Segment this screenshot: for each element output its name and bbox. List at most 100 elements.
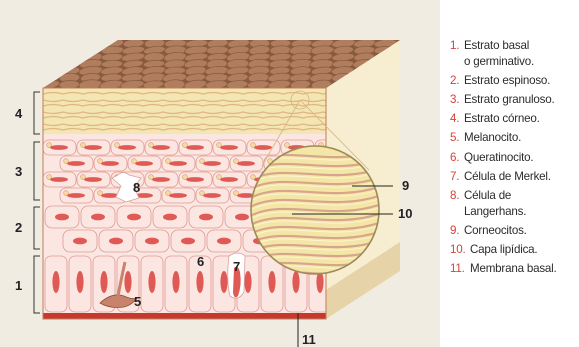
legend-item: 3.Estrato granuloso. (450, 92, 579, 108)
basal-nucleus (220, 271, 227, 293)
granular-nucleus (203, 193, 221, 198)
keratohyalin-granule (217, 143, 222, 148)
callout-10: 10 (398, 206, 412, 221)
legend-label: Célula de Langerhans. (464, 188, 526, 219)
granular-nucleus (220, 145, 238, 150)
legend-item: 5.Melanocito. (450, 130, 579, 146)
spinous-nucleus (163, 214, 177, 221)
spinous-nucleus (181, 238, 195, 245)
legend-item: 11.Membrana basal. (450, 261, 579, 277)
legend-number: 9. (450, 223, 464, 239)
legend-number: 4. (450, 111, 464, 127)
callout-8: 8 (133, 180, 140, 195)
legend-item: 8.Célula de Langerhans. (450, 188, 579, 219)
legend-number: 10. (450, 242, 470, 258)
callout-7: 7 (233, 259, 240, 274)
basal-nucleus (196, 271, 203, 293)
basal-nucleus (172, 271, 179, 293)
legend-label: Estrato espinoso. (464, 73, 550, 89)
keratohyalin-granule (251, 143, 256, 148)
legend-item: 6.Queratinocito. (450, 150, 579, 166)
basal-nucleus (148, 271, 155, 293)
legend-label: Queratinocito. (464, 150, 533, 166)
legend-item: 10.Capa lipídica. (450, 242, 579, 258)
granular-nucleus (118, 145, 136, 150)
granular-nucleus (84, 177, 102, 182)
keratohyalin-granule (81, 143, 86, 148)
keratohyalin-granule (183, 175, 188, 180)
granular-nucleus (67, 193, 85, 198)
granular-nucleus (67, 161, 85, 166)
spinous-nucleus (109, 238, 123, 245)
spinous-nucleus (217, 238, 231, 245)
keratohyalin-granule (217, 175, 222, 180)
callout-6: 6 (197, 254, 204, 269)
legend-item: 2.Estrato espinoso. (450, 73, 579, 89)
legend-number: 6. (450, 150, 464, 166)
keratohyalin-granule (64, 191, 69, 196)
callout-11: 11 (302, 332, 316, 347)
basal-nucleus (124, 271, 131, 293)
keratohyalin-granule (183, 143, 188, 148)
granular-nucleus (203, 161, 221, 166)
granular-nucleus (237, 161, 255, 166)
legend-item: 9.Corneocitos. (450, 223, 579, 239)
keratohyalin-granule (64, 159, 69, 164)
keratohyalin-granule (200, 191, 205, 196)
keratohyalin-granule (166, 159, 171, 164)
keratohyalin-granule (81, 175, 86, 180)
callout-9: 9 (402, 178, 409, 193)
basal-nucleus (76, 271, 83, 293)
keratohyalin-granule (98, 159, 103, 164)
keratohyalin-granule (47, 175, 52, 180)
legend-item: 7.Célula de Merkel. (450, 169, 579, 185)
spinous-nucleus (91, 214, 105, 221)
keratohyalin-granule (98, 191, 103, 196)
legend-label: Capa lipídica. (470, 242, 537, 258)
legend-label: Membrana basal. (470, 261, 557, 277)
granular-nucleus (186, 177, 204, 182)
granular-nucleus (152, 177, 170, 182)
legend-number: 1. (450, 38, 464, 69)
legend: 1.Estrato basal o germinativo.2.Estrato … (450, 38, 579, 280)
basal-nucleus (292, 271, 299, 293)
bracket-label-2: 2 (15, 220, 22, 235)
spinous-nucleus (73, 238, 87, 245)
legend-number: 11. (450, 261, 470, 277)
legend-label: Estrato córneo. (464, 111, 540, 127)
spinous-nucleus (145, 238, 159, 245)
legend-item: 1.Estrato basal o germinativo. (450, 38, 579, 69)
keratohyalin-granule (285, 143, 290, 148)
bracket-label-4: 4 (15, 106, 23, 121)
keratohyalin-granule (115, 143, 120, 148)
stratum-corneum (43, 88, 326, 134)
legend-label: Melanocito. (464, 130, 521, 146)
keratohyalin-granule (251, 175, 256, 180)
keratohyalin-granule (234, 191, 239, 196)
basal-nucleus (100, 271, 107, 293)
granular-nucleus (84, 145, 102, 150)
spinous-nucleus (199, 214, 213, 221)
granular-nucleus (254, 145, 272, 150)
legend-number: 8. (450, 188, 464, 219)
granular-nucleus (135, 161, 153, 166)
legend-label: Estrato basal o germinativo. (464, 38, 534, 69)
granular-nucleus (152, 145, 170, 150)
granular-nucleus (186, 145, 204, 150)
granular-nucleus (169, 193, 187, 198)
granular-nucleus (101, 161, 119, 166)
legend-label: Estrato granuloso. (464, 92, 555, 108)
basal-membrane (43, 313, 326, 319)
basal-nucleus (268, 271, 275, 293)
granular-nucleus (50, 177, 68, 182)
granular-nucleus (169, 161, 187, 166)
keratohyalin-granule (234, 159, 239, 164)
keratohyalin-granule (132, 159, 137, 164)
keratohyalin-granule (200, 159, 205, 164)
legend-label: Célula de Merkel. (464, 169, 551, 185)
keratohyalin-granule (166, 191, 171, 196)
legend-number: 2. (450, 73, 464, 89)
spinous-nucleus (235, 214, 249, 221)
legend-number: 5. (450, 130, 464, 146)
basal-nucleus (52, 271, 59, 293)
